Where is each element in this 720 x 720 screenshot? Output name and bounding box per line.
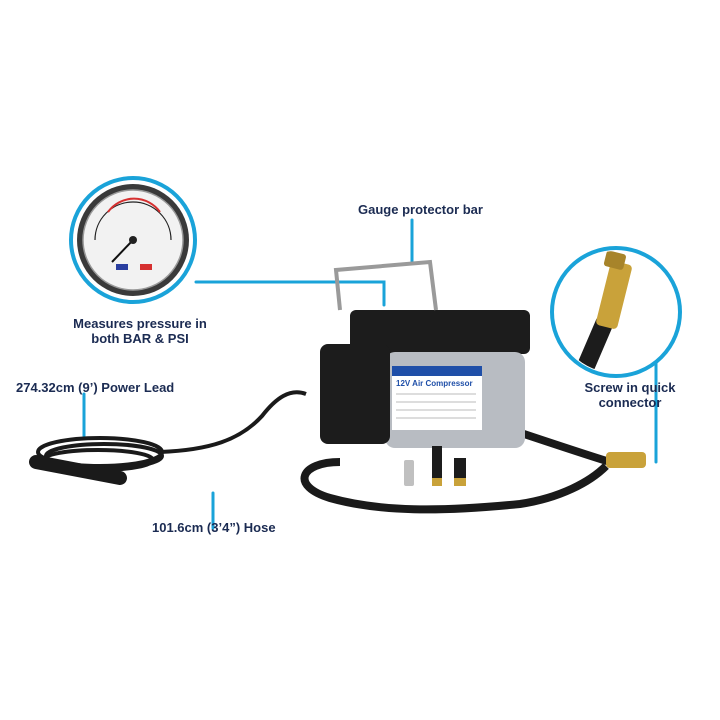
label-hose: 101.6cm (3’4”) Hose xyxy=(152,520,276,535)
gauge-inset xyxy=(69,176,197,304)
label-screw-connector: Screw in quick connector xyxy=(570,380,690,410)
nozzle-adapters xyxy=(404,446,466,486)
compressor: 12V Air Compressor xyxy=(320,259,530,448)
label-screw-line2: connector xyxy=(598,395,662,410)
connector-inset xyxy=(550,246,682,378)
label-measures-line2: both BAR & PSI xyxy=(91,331,189,346)
label-power-lead: 274.32cm (9’) Power Lead xyxy=(16,380,175,395)
label-gauge-protector-bar: Gauge protector bar xyxy=(358,202,483,217)
label-measures-pressure: Measures pressure in both BAR & PSI xyxy=(70,316,210,346)
hose-connector xyxy=(606,452,646,468)
power-lead xyxy=(29,390,307,485)
label-measures-line1: Measures pressure in xyxy=(73,316,207,331)
callout-gauge xyxy=(194,280,386,307)
label-screw-line1: Screw in quick xyxy=(584,380,676,395)
compressor-label-title: 12V Air Compressor xyxy=(396,379,473,388)
hose xyxy=(300,458,609,514)
hose-right xyxy=(510,426,612,466)
